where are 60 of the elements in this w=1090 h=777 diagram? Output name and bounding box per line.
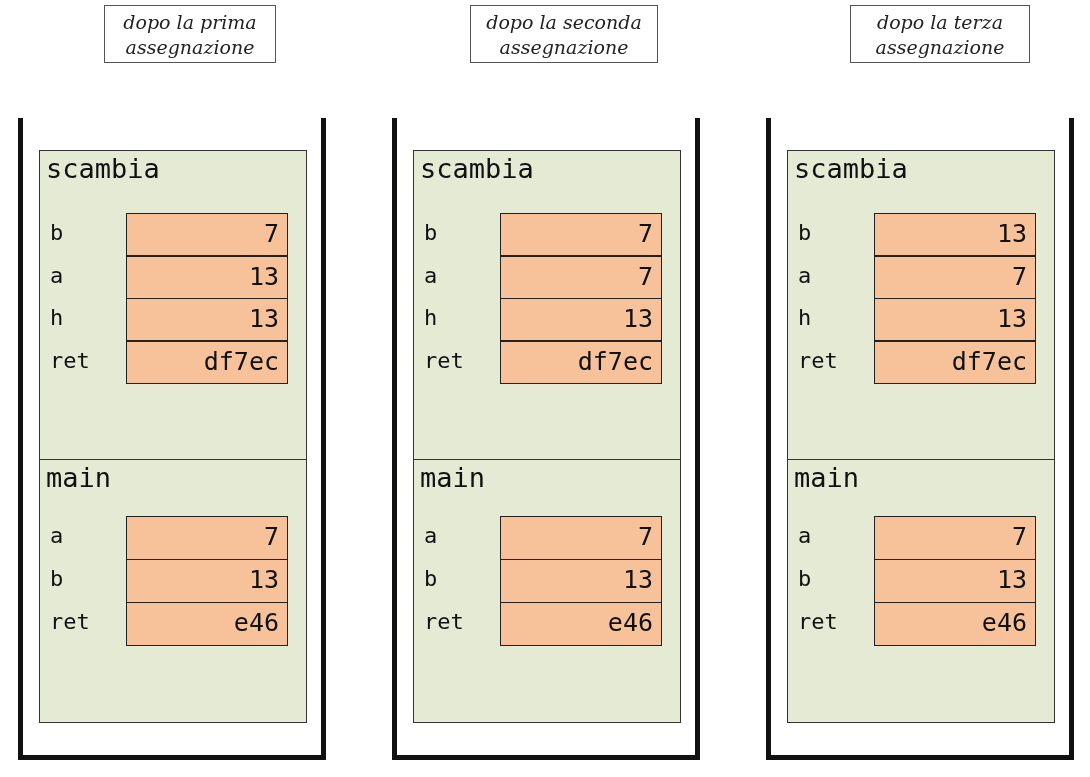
variable-name: b (798, 219, 812, 247)
value-cell: 7 (874, 516, 1036, 560)
variable-name: b (424, 565, 438, 593)
stack-frame (413, 459, 681, 723)
variable-name: b (798, 565, 812, 593)
stack-container (18, 118, 326, 760)
caption-box: dopo la seconda assegnazione (470, 5, 658, 63)
stack-frame (39, 459, 307, 723)
value-cell: 13 (126, 255, 288, 299)
frame-name: main (794, 462, 860, 493)
value-cell: 7 (500, 255, 662, 299)
value-cell: e46 (874, 602, 1036, 646)
variable-name: h (424, 304, 438, 332)
value-cell: 7 (500, 516, 662, 560)
value-cell: df7ec (874, 340, 1036, 384)
variable-name: h (50, 304, 64, 332)
stack-frame (787, 459, 1055, 723)
value-cell: df7ec (500, 340, 662, 384)
variable-name: ret (50, 346, 90, 375)
variable-name: ret (50, 608, 90, 636)
value-cell: 7 (874, 255, 1036, 299)
variable-name: h (798, 304, 812, 332)
variable-name: b (50, 219, 64, 247)
variable-name: ret (424, 608, 464, 636)
frame-name: scambia (794, 153, 908, 184)
frame-name: main (420, 462, 486, 493)
value-cell: 13 (874, 559, 1036, 603)
value-cell: 7 (126, 213, 288, 256)
variable-name: a (798, 261, 812, 290)
stack-container (392, 118, 700, 760)
stack-frame (413, 150, 681, 461)
frame-name: main (46, 462, 112, 493)
value-cell: 13 (874, 213, 1036, 256)
variable-name: b (424, 219, 438, 247)
variable-name: b (50, 565, 64, 593)
variable-name: a (424, 522, 438, 550)
caption-box: dopo la terza assegnazione (850, 5, 1030, 63)
value-cell: 13 (126, 298, 288, 341)
caption-box: dopo la prima assegnazione (104, 5, 276, 63)
value-cell: 7 (126, 516, 288, 560)
variable-name: a (50, 261, 64, 290)
value-cell: e46 (126, 602, 288, 646)
frame-name: scambia (420, 153, 534, 184)
stack-frame (39, 150, 307, 461)
variable-name: a (798, 522, 812, 550)
value-cell: 13 (874, 298, 1036, 341)
frame-name: scambia (46, 153, 160, 184)
stack-container (766, 118, 1074, 760)
variable-name: a (50, 522, 64, 550)
value-cell: df7ec (126, 340, 288, 384)
variable-name: ret (798, 608, 838, 636)
value-cell: 13 (500, 298, 662, 341)
variable-name: a (424, 261, 438, 290)
stack-frame (787, 150, 1055, 461)
value-cell: 13 (500, 559, 662, 603)
variable-name: ret (424, 346, 464, 375)
variable-name: ret (798, 346, 838, 375)
value-cell: 13 (126, 559, 288, 603)
value-cell: 7 (500, 213, 662, 256)
value-cell: e46 (500, 602, 662, 646)
